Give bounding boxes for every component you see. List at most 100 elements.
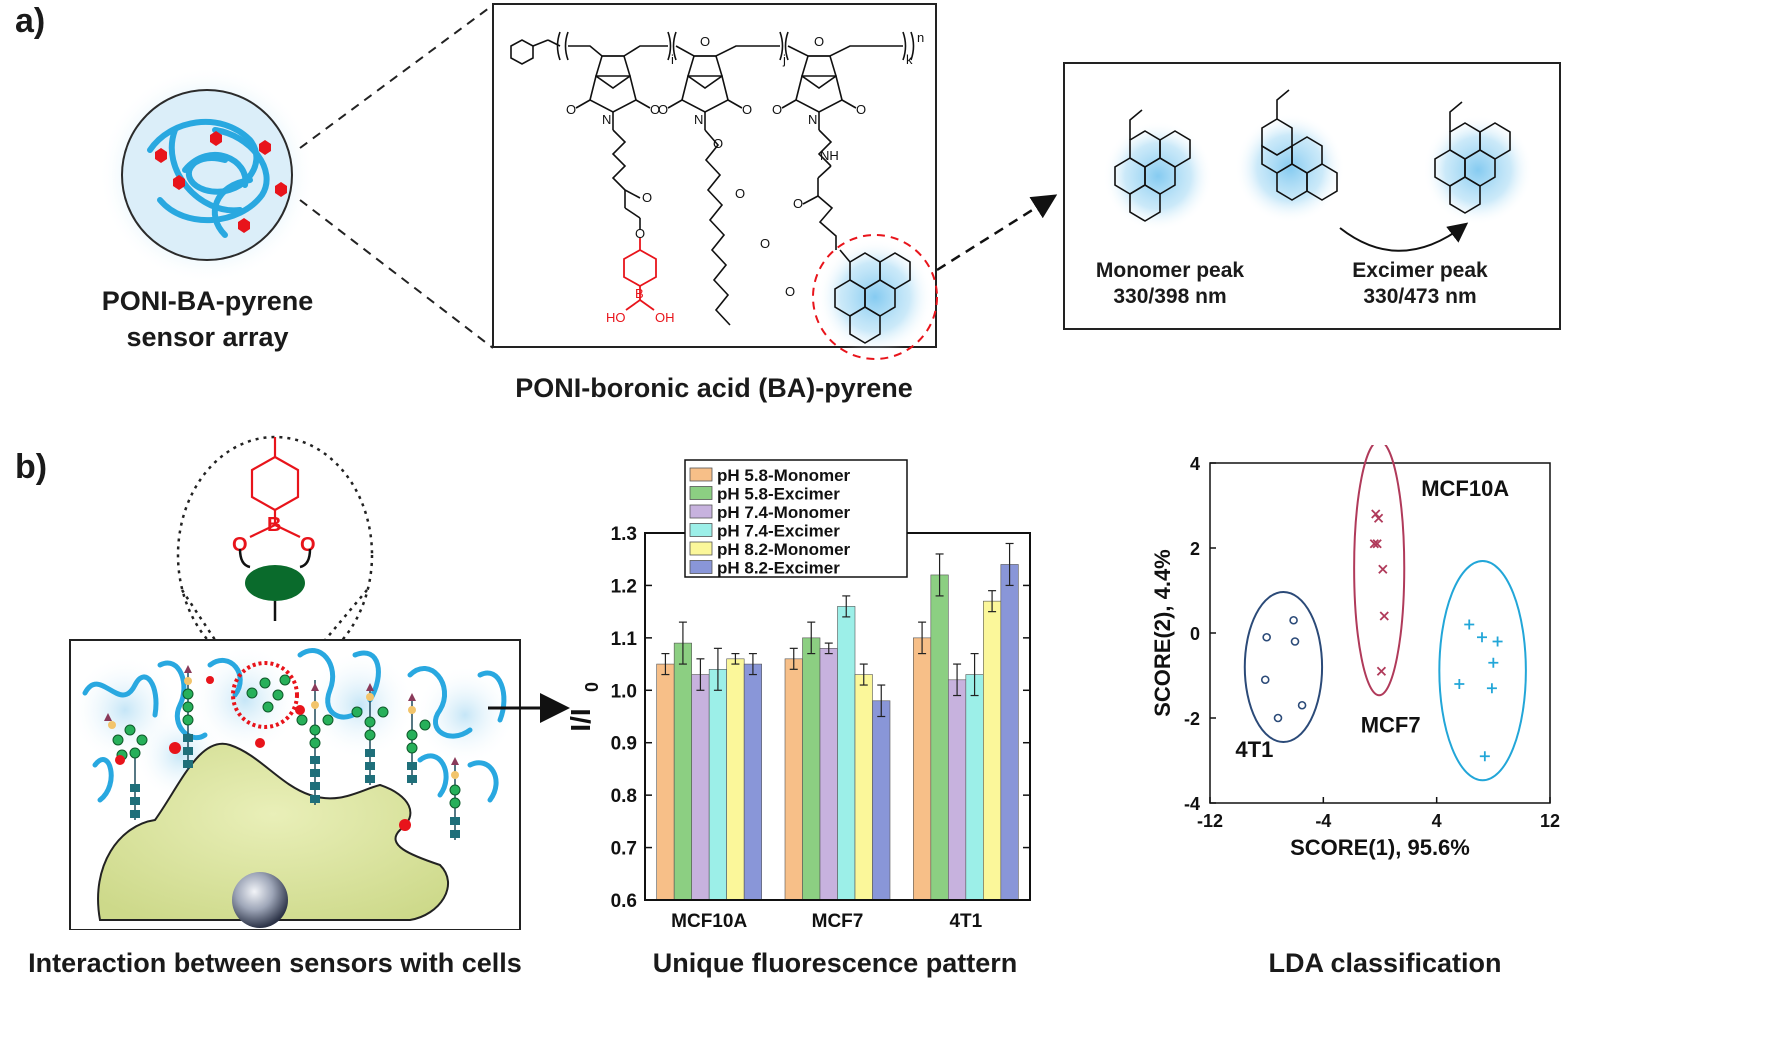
data-point [1479, 751, 1490, 762]
legend-label: pH 8.2-Monomer [717, 540, 851, 559]
lda-caption: LDA classification [1268, 948, 1502, 978]
svg-text:O: O [700, 34, 710, 49]
data-point [1486, 683, 1497, 694]
y-tick-label: 4 [1190, 454, 1200, 474]
svg-text:O: O [635, 226, 645, 241]
bar [819, 648, 838, 901]
data-point [1492, 636, 1503, 647]
legend-box [684, 459, 908, 578]
sensor-label-line1: PONI-BA-pyrene [101, 286, 314, 316]
data-point [1289, 615, 1298, 625]
sensor-label-line2: sensor array [126, 322, 289, 352]
group-label: MCF7 [1361, 713, 1421, 738]
y-tick-label: 1.3 [611, 524, 637, 545]
legend-label: pH 7.4-Excimer [717, 522, 840, 541]
polymer-structure-drawing [510, 31, 915, 326]
panel-a-label: a) [15, 2, 46, 40]
svg-text:O: O [772, 102, 782, 117]
bar [983, 600, 1002, 901]
svg-text:B: B [635, 286, 644, 301]
structure-caption: PONI-boronic acid (BA)-pyrene [515, 373, 913, 403]
flow-arrows [488, 693, 570, 723]
pyrene-zoom-arrow [936, 194, 1058, 272]
svg-text:N: N [602, 112, 611, 127]
data-point [1297, 700, 1307, 710]
svg-text:O: O [793, 196, 803, 211]
svg-text:N: N [694, 112, 703, 127]
data-point [1477, 632, 1487, 643]
data-point [1273, 713, 1283, 723]
svg-text:O: O [742, 102, 752, 117]
legend-swatch [689, 504, 713, 519]
data-point [1260, 675, 1270, 685]
bar [948, 679, 967, 901]
group-label: MCF10A [1421, 476, 1509, 501]
bar [837, 606, 856, 901]
bar [656, 663, 675, 901]
y-tick-label: 1.1 [611, 629, 638, 650]
x-category-label: MCF7 [812, 911, 864, 932]
excimer-pyrene-2 [1423, 101, 1533, 225]
cell-interaction-graphic: B O O [69, 435, 521, 930]
svg-text:NH: NH [820, 148, 839, 163]
bar [726, 658, 745, 901]
svg-text:O: O [566, 102, 576, 117]
y-tick-label: 0.6 [611, 891, 637, 912]
excimer-pyrene-1 [1235, 89, 1345, 223]
data-point [1369, 539, 1379, 549]
legend-label: pH 8.2-Excimer [717, 559, 840, 578]
data-point [1290, 637, 1300, 646]
group-label: 4T1 [1235, 737, 1273, 762]
data-point [1378, 564, 1388, 574]
svg-text:O: O [785, 284, 795, 299]
zoom-connector-lines [299, 4, 494, 349]
y-tick-label: 0.7 [611, 839, 637, 860]
subscript-j: j [782, 52, 786, 67]
excimer-arrow [1339, 222, 1469, 252]
excimer-peak-label: Excimer peak 330/473 nm [1352, 259, 1488, 308]
y-axis-label: I/I [565, 708, 596, 731]
group-ellipse [1243, 591, 1324, 743]
data-point [1262, 632, 1271, 642]
legend-swatch [689, 467, 713, 482]
y-tick-label: 2 [1190, 539, 1200, 559]
svg-text:N: N [808, 112, 817, 127]
x-tick-label: -4 [1315, 811, 1331, 831]
data-point [1464, 619, 1475, 630]
x-tick-label: 12 [1540, 811, 1560, 831]
subscript-k: k [906, 52, 913, 67]
y-tick-label: 1.2 [611, 576, 637, 597]
panel-a-graphics: i j k n O O N O O O N O O O N O O NH O O… [99, 3, 1561, 360]
legend-swatch [689, 541, 713, 556]
phenylboronic-acid-group [623, 238, 657, 311]
bar [743, 663, 762, 901]
group-ellipse [1438, 560, 1527, 782]
subscript-i: i [671, 52, 674, 67]
data-point [1373, 513, 1384, 523]
x-category-label: 4T1 [949, 911, 982, 932]
y-tick-label: 1.0 [611, 681, 637, 702]
svg-text:O: O [713, 136, 723, 151]
svg-text:O: O [735, 186, 745, 201]
bar [965, 674, 984, 901]
bar [691, 674, 710, 901]
y-axis-label-subscript: 0 [582, 682, 602, 692]
bar [930, 574, 949, 901]
x-tick-label: -12 [1197, 811, 1223, 831]
legend-swatch [689, 560, 713, 574]
bar [784, 658, 803, 901]
y-tick-label: 0.8 [611, 786, 637, 807]
zoom-boron-label: B [267, 514, 281, 536]
pendant-pyrene [812, 234, 938, 360]
data-point [1488, 657, 1499, 668]
svg-text:O: O [760, 236, 770, 251]
svg-text:O: O [642, 190, 652, 205]
svg-text:O: O [814, 34, 824, 49]
x-category-label: MCF10A [671, 911, 747, 932]
y-tick-label: 0 [1190, 624, 1200, 644]
bar [673, 642, 692, 901]
bar [872, 700, 891, 901]
svg-text:O: O [650, 102, 660, 117]
bar [1000, 564, 1019, 901]
